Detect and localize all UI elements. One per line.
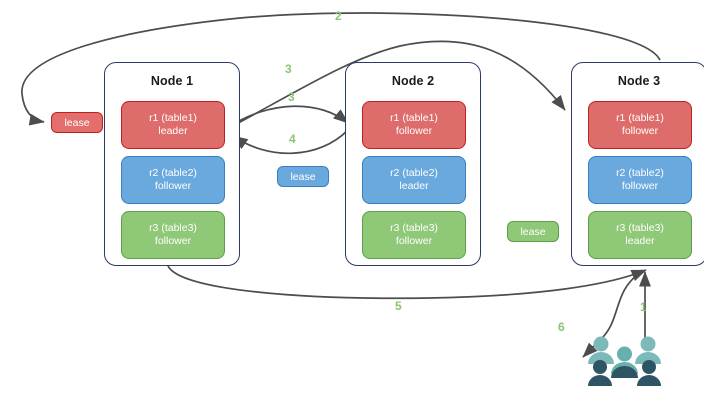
step-label-6: 6 <box>558 320 565 334</box>
replica-role: leader <box>625 235 655 247</box>
replica-n1r2[interactable]: r2 (table2) follower <box>121 156 225 204</box>
replica-n3r2[interactable]: r2 (table2) follower <box>588 156 692 204</box>
step-label-5: 5 <box>395 299 402 313</box>
replica-n2r3[interactable]: r3 (table3) follower <box>362 211 466 259</box>
step-label-3a: 3 <box>285 62 292 76</box>
replica-role: follower <box>621 180 659 192</box>
node-title-node3: Node 3 <box>617 74 661 88</box>
replica-name: r3 (table3) <box>149 222 197 234</box>
replica-role: follower <box>154 235 192 247</box>
replica-n2r1[interactable]: r1 (table1) follower <box>362 101 466 149</box>
arrow-step-5 <box>167 265 647 300</box>
replica-n1r1[interactable]: r1 (table1) leader <box>121 101 225 149</box>
replica-role: leader <box>158 125 188 137</box>
replica-role: follower <box>621 125 659 137</box>
replica-role: follower <box>395 125 433 137</box>
replica-role: follower <box>395 235 433 247</box>
replica-name: r3 (table3) <box>390 222 438 234</box>
replica-role: follower <box>154 180 192 192</box>
replica-n3r3[interactable]: r3 (table3) leader <box>588 211 692 259</box>
arrow-step-3b <box>228 105 349 128</box>
replica-name: r3 (table3) <box>616 222 664 234</box>
replica-name: r2 (table2) <box>616 167 664 179</box>
step-label-3b: 3 <box>288 90 295 104</box>
node-container-node3[interactable]: Node 3 r1 (table1) follower r2 (table2) … <box>571 62 704 266</box>
node-container-node2[interactable]: Node 2 r1 (table1) follower r2 (table2) … <box>345 62 481 266</box>
lease-badge-blue[interactable]: lease <box>277 166 329 187</box>
replica-name: r1 (table1) <box>616 112 664 124</box>
users-group-icon <box>588 336 661 386</box>
node-title-node2: Node 2 <box>391 74 435 88</box>
node-title-node1: Node 1 <box>150 74 194 88</box>
replica-n1r3[interactable]: r3 (table3) follower <box>121 211 225 259</box>
replica-name: r2 (table2) <box>390 167 438 179</box>
step-label-2: 2 <box>335 9 342 23</box>
replica-n2r2[interactable]: r2 (table2) leader <box>362 156 466 204</box>
lease-badge-red[interactable]: lease <box>51 112 103 133</box>
step-label-4: 4 <box>289 132 296 146</box>
replica-role: leader <box>399 180 429 192</box>
replica-name: r1 (table1) <box>390 112 438 124</box>
replica-name: r2 (table2) <box>149 167 197 179</box>
node-container-node1[interactable]: Node 1 r1 (table1) leader r2 (table2) fo… <box>104 62 240 266</box>
lease-badge-green[interactable]: lease <box>507 221 559 242</box>
replica-n3r1[interactable]: r1 (table1) follower <box>588 101 692 149</box>
replica-name: r1 (table1) <box>149 112 197 124</box>
step-label-1: 1 <box>640 300 647 314</box>
